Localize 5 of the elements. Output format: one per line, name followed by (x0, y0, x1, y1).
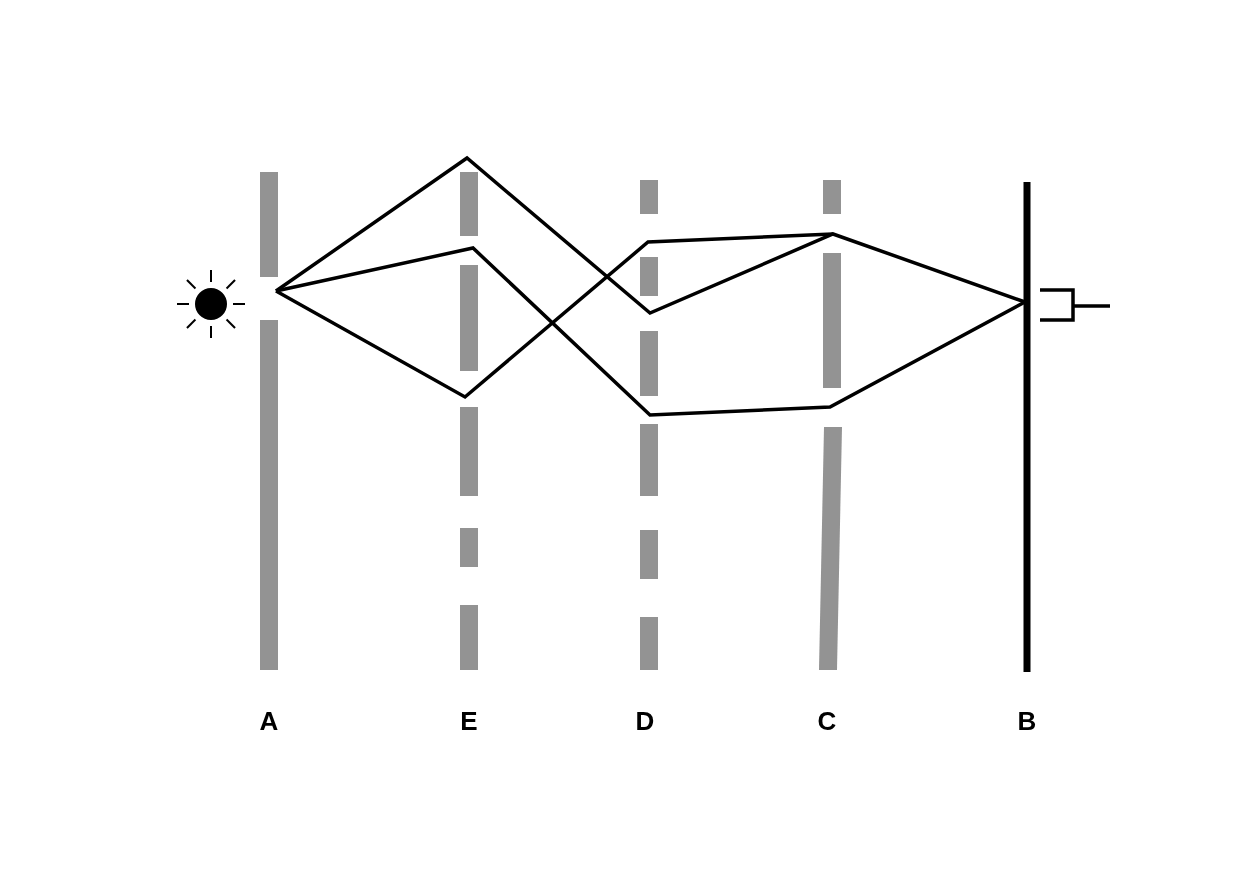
screen-label: C (816, 706, 838, 736)
screen-label: E (459, 706, 479, 736)
screen-label: A (258, 706, 280, 736)
screen-label: B (1016, 706, 1038, 736)
screen-label: D (634, 706, 656, 736)
